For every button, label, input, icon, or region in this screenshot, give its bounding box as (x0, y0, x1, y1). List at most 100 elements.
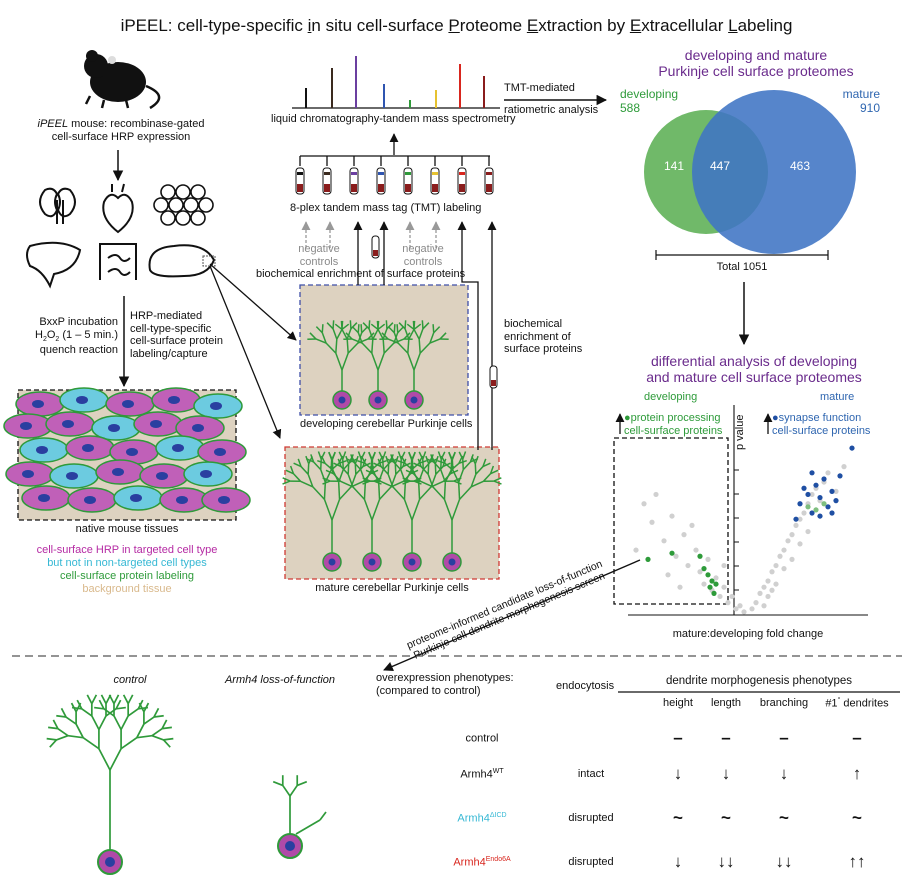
dendrite-segment (98, 699, 105, 710)
volcano-point (753, 600, 759, 606)
dendrite-segment (382, 451, 387, 460)
tissue-cell-nucleus (126, 448, 138, 456)
dendrite-segment (346, 328, 352, 340)
dendrite-segment (336, 329, 343, 340)
tissue-cell-nucleus (210, 402, 222, 410)
dendrite-segment (385, 320, 388, 329)
volcano-point (833, 498, 839, 504)
dendrite-segment (368, 328, 374, 340)
dendrite-segment (443, 482, 447, 500)
legend-hrp: cell-surface HRP in targeted cell type (36, 544, 218, 556)
venn-diagram (644, 90, 856, 260)
dendrite-segment (46, 737, 57, 741)
tmt-tubes (295, 167, 494, 195)
table-row-endocytosis: disrupted (568, 856, 614, 868)
dendrite-segment (390, 454, 395, 463)
dendrite-segment (387, 338, 399, 344)
dendrite-segment (470, 480, 484, 488)
volcano-point (633, 547, 639, 553)
dendrite-segment (354, 455, 359, 465)
dendrite-segment (342, 451, 347, 460)
volcano-point (769, 587, 775, 593)
dendrite-segment (458, 455, 464, 464)
volcano-point (649, 519, 655, 525)
volcano-point (777, 553, 783, 559)
tissue-cell-nucleus (62, 420, 74, 428)
dendrite-segment (386, 322, 394, 330)
dendrite-segment (474, 455, 479, 465)
table-row-name: Armh4WT (460, 768, 504, 781)
dendrite-segment (315, 338, 327, 344)
tissue-cell-nucleus (36, 446, 48, 454)
table-cell-phenotype: ↓↓ (717, 852, 735, 871)
dendrite-segment (451, 499, 461, 521)
dendrite-segment (434, 463, 437, 475)
dendrite-segment (408, 451, 413, 460)
volcano-point (841, 464, 847, 470)
dendrite-segment (161, 726, 172, 730)
dendrite-segment (400, 451, 406, 460)
dendrite-segment (108, 694, 115, 704)
table-row-name: Armh4Endo6A (453, 856, 511, 869)
dendrite-segment (395, 466, 404, 475)
volcano-point (669, 513, 675, 519)
dendrite-segment (448, 451, 453, 460)
dendrite-segment (282, 477, 291, 482)
dendrite-segment (113, 694, 120, 704)
tissue-cell-nucleus (20, 422, 32, 430)
table-row-endocytosis: disrupted (568, 812, 614, 824)
dendrite-segment (127, 708, 139, 717)
table-cell-phenotype: ↓ (779, 764, 789, 783)
tmt-labeling-label: 8-plex tandem mass tag (TMT) labeling (290, 202, 482, 214)
dendrite-segment (143, 716, 155, 725)
tissue-cell-nucleus (66, 472, 78, 480)
dendrite-segment (136, 734, 153, 739)
dendrite-segment (407, 339, 410, 354)
table-cell-phenotype: ↑ (852, 764, 862, 783)
dendrite-segment (98, 748, 111, 771)
dendrite-segment (450, 452, 456, 461)
diff-xlabel: mature:developing fold change (672, 628, 824, 640)
volcano-point (729, 593, 735, 600)
dendrite-segment (52, 719, 59, 730)
dendrite-segment (162, 739, 171, 748)
volcano-point (689, 522, 695, 528)
figure-title: iPEEL: cell-type-specific in situ cell-s… (120, 16, 793, 35)
dendrite-segment (163, 737, 174, 741)
tissue-cell-nucleus (130, 494, 142, 502)
dendrite-segment (420, 466, 429, 475)
dendrite-segment (418, 486, 432, 500)
dendrite-segment (351, 338, 363, 344)
dendrite-segment (359, 459, 362, 470)
dendrite-segment (285, 469, 294, 475)
volcano-point (711, 590, 717, 596)
dendrite-segment (462, 459, 465, 470)
dendrite-segment (458, 459, 467, 464)
dendrite-segment (387, 326, 395, 334)
tissue-cell-nucleus (38, 494, 50, 502)
dendrite-segment (433, 326, 441, 334)
dendrite-segment (462, 461, 471, 471)
dendrite-segment (309, 332, 317, 340)
dendrite-segment (482, 458, 487, 467)
dendrite-segment (313, 461, 322, 471)
dendrite-segment (357, 324, 360, 333)
volcano-point (721, 584, 727, 590)
volcano-point (837, 473, 843, 479)
table-cell-phenotype: ↓ (721, 764, 731, 783)
dendrite-segment (382, 339, 385, 354)
dendrite-segment (372, 329, 379, 340)
volcano-point (685, 562, 691, 569)
dendrite-segment (48, 726, 59, 730)
dendrite-segment (377, 320, 380, 330)
volcano-point (813, 482, 819, 488)
tissue-cell-nucleus (156, 472, 168, 480)
tissue-cell-nucleus (122, 400, 134, 408)
mass-spectrum (292, 56, 500, 109)
dendrite-segment (482, 473, 492, 482)
volcano-point (765, 593, 771, 600)
